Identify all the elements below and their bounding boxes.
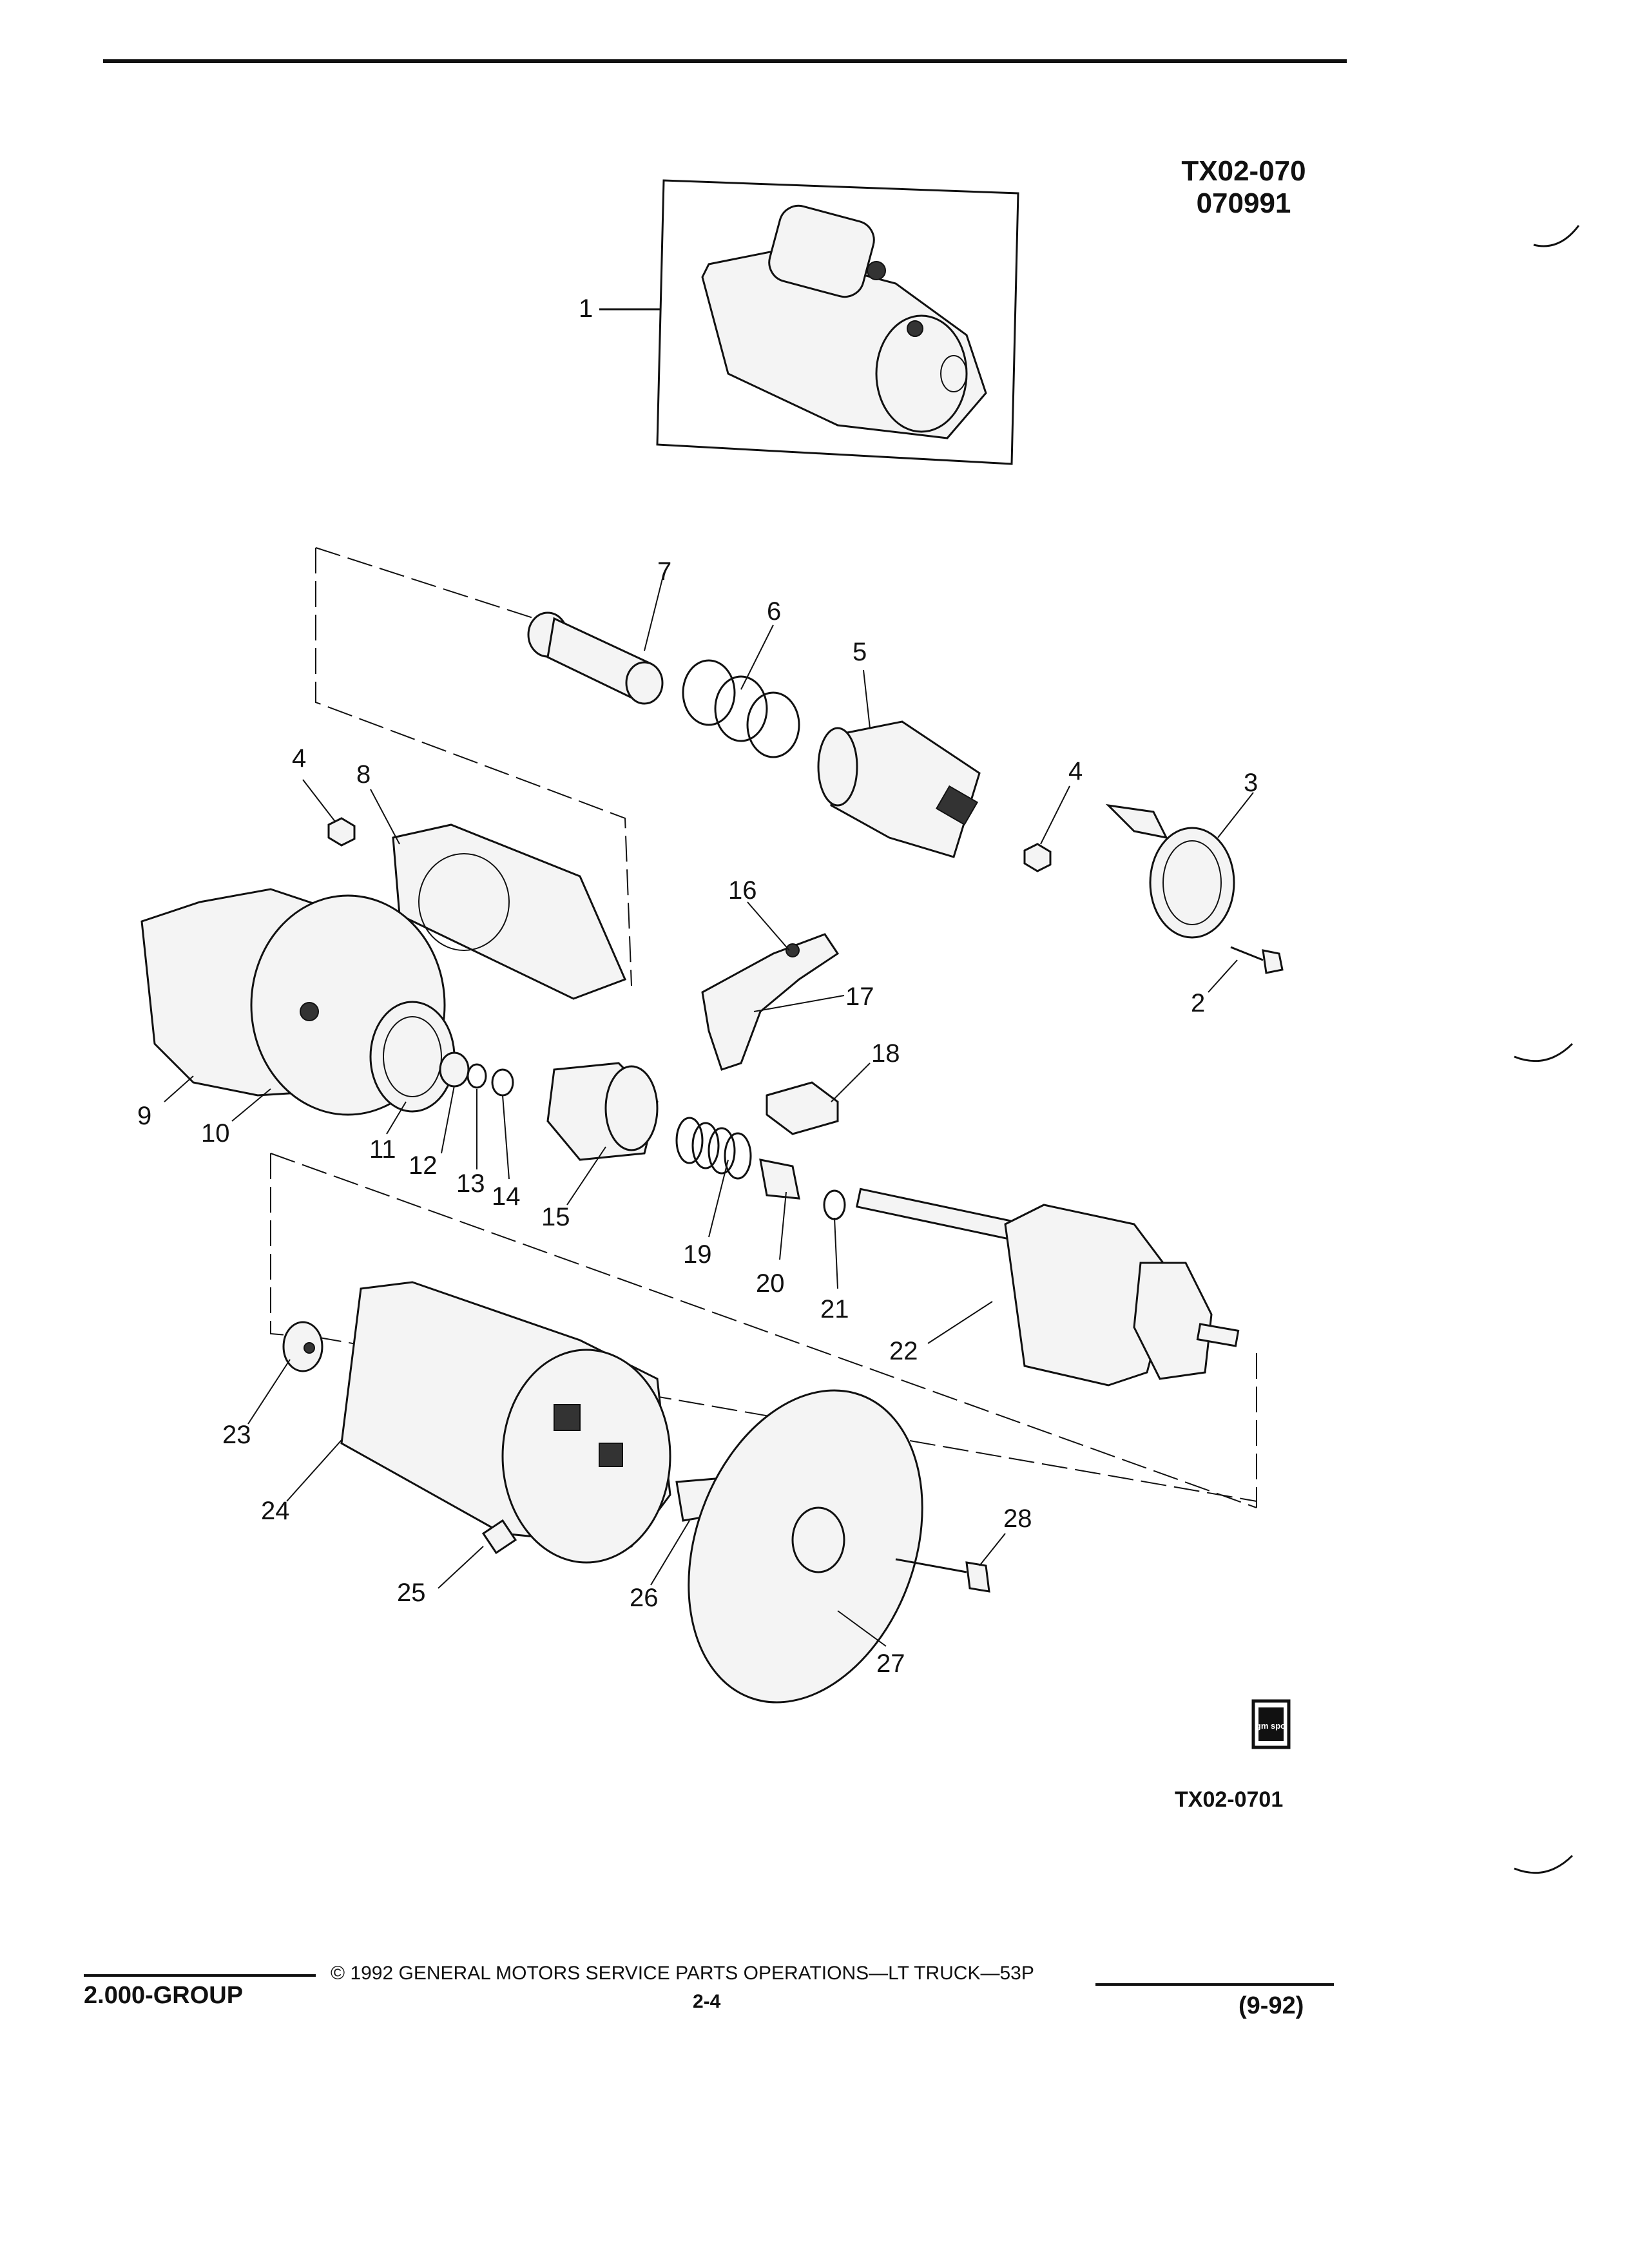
callout-8: 8 <box>356 760 371 789</box>
stop-collar <box>759 1158 800 1200</box>
gm-spo-logo: gm spo <box>1251 1699 1291 1749</box>
callout-25: 25 <box>397 1579 426 1607</box>
page-number: 2-4 <box>693 1991 721 2012</box>
callout-4b: 4 <box>1068 757 1083 785</box>
leader-lines <box>164 573 1254 1647</box>
spring <box>682 659 800 758</box>
revision-date: (9-92) <box>1239 1992 1304 2019</box>
through-bolt <box>895 1558 990 1593</box>
callout-15: 15 <box>541 1203 570 1231</box>
callout-14: 14 <box>492 1182 521 1211</box>
group-outline <box>315 547 535 619</box>
callout-20: 20 <box>756 1269 785 1298</box>
snap-ring <box>467 1063 487 1089</box>
binder-mark <box>1514 1854 1574 1874</box>
copyright-line: © 1992 GENERAL MOTORS SERVICE PARTS OPER… <box>331 1963 1034 1984</box>
callout-10: 10 <box>201 1119 230 1148</box>
callout-5: 5 <box>853 638 867 666</box>
callout-3: 3 <box>1244 769 1258 797</box>
armature <box>855 1187 1240 1387</box>
callout-28: 28 <box>1003 1504 1032 1533</box>
callout-26: 26 <box>630 1584 659 1612</box>
figure-date: 070991 <box>1196 187 1291 219</box>
callout-24: 24 <box>261 1497 290 1525</box>
nut <box>327 817 356 847</box>
commutator-end-frame <box>688 1389 923 1704</box>
logo-text: gm spo <box>1256 1721 1286 1731</box>
callout-12: 12 <box>409 1151 438 1180</box>
callout-7: 7 <box>657 557 671 586</box>
plunger <box>527 611 664 705</box>
callout-11: 11 <box>369 1135 396 1164</box>
callout-17: 17 <box>845 983 874 1011</box>
group-outline <box>270 1153 310 1338</box>
callout-4a: 4 <box>292 744 306 773</box>
washer <box>491 1068 514 1097</box>
drive-assembly <box>546 1062 659 1161</box>
callout-27: 27 <box>876 1649 905 1678</box>
callout-9: 9 <box>137 1102 151 1130</box>
bolt <box>1230 946 1284 974</box>
bracket-ring <box>1105 803 1235 939</box>
callout-1: 1 <box>579 294 593 323</box>
thrust-washer <box>282 1321 323 1372</box>
retainer-ring-small <box>823 1189 846 1220</box>
callout-23: 23 <box>222 1421 251 1449</box>
footer-rule-left <box>84 1974 316 1977</box>
callout-16: 16 <box>728 876 757 905</box>
starter-assembly-inset <box>656 179 1019 465</box>
callout-19: 19 <box>683 1240 712 1269</box>
binder-mark <box>1514 1043 1574 1062</box>
nut <box>1023 843 1052 872</box>
top-rule <box>103 59 1347 63</box>
footer-rule-right <box>1095 1983 1334 1986</box>
group-outline <box>315 548 632 986</box>
drive-spring <box>675 1117 752 1180</box>
field-frame <box>340 1281 671 1564</box>
shift-lever <box>701 933 840 1071</box>
callout-2: 2 <box>1191 989 1205 1017</box>
callout-6: 6 <box>767 597 781 626</box>
callout-22: 22 <box>889 1337 918 1365</box>
group-outline <box>270 1153 1257 1508</box>
collar <box>439 1052 470 1088</box>
pivot-block <box>766 1081 839 1135</box>
solenoid <box>817 720 981 858</box>
callouts: 1 2 3 4 4 5 6 7 8 9 10 11 12 13 14 15 16… <box>137 294 1258 1678</box>
callout-18: 18 <box>871 1039 900 1068</box>
callout-21: 21 <box>820 1295 849 1323</box>
callout-13: 13 <box>456 1169 485 1198</box>
figure-code: TX02-070 <box>1181 155 1306 187</box>
binder-mark <box>1533 225 1580 247</box>
figure-reference: TX02-0701 <box>1175 1787 1284 1812</box>
group-label: 2.000-GROUP <box>84 1982 244 2009</box>
terminal-stud <box>481 1519 517 1555</box>
